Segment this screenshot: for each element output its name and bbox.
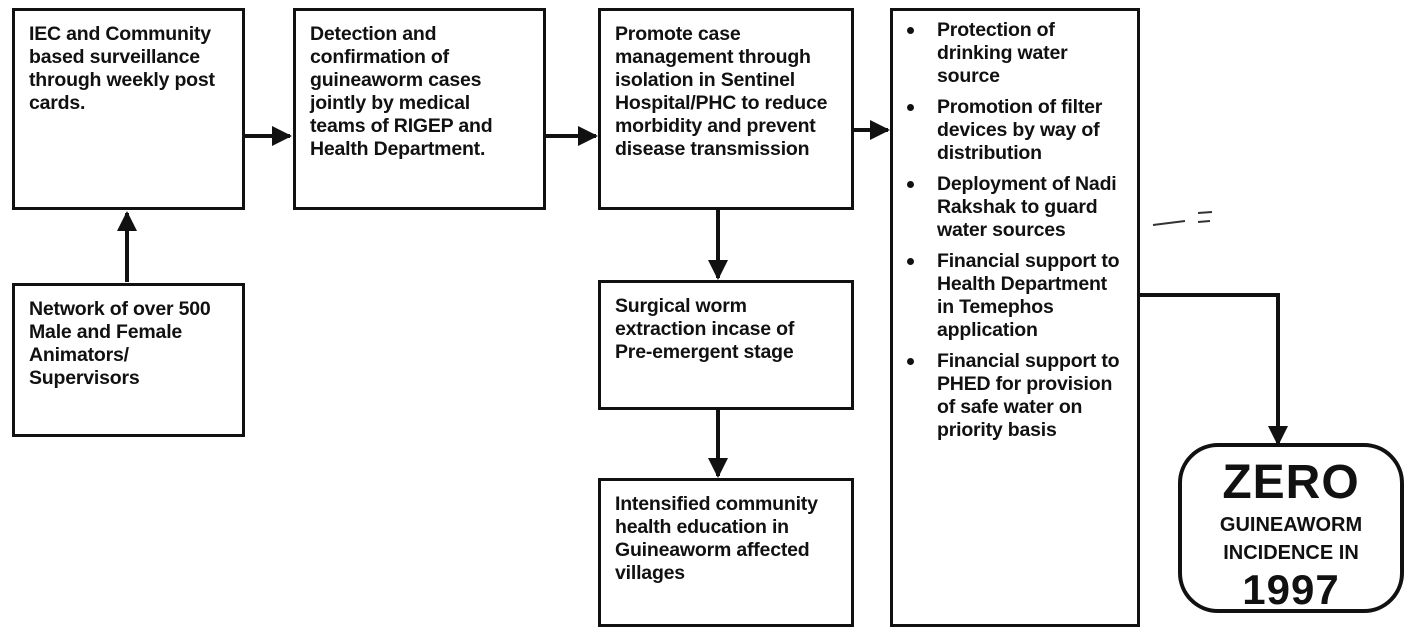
bullet-icon bbox=[907, 104, 914, 111]
intervention-item: Financial support to PHED for provision … bbox=[901, 350, 1123, 442]
stamp-line-2: GUINEAWORM bbox=[1219, 514, 1363, 536]
bullet-icon bbox=[907, 27, 914, 34]
stray-marks bbox=[1152, 211, 1213, 226]
animators-network-box: Network of over 500 Male and Female Anim… bbox=[12, 283, 245, 437]
interventions-box: Protection of drinking water source Prom… bbox=[890, 8, 1140, 627]
arrow-actions-to-stamp bbox=[1138, 293, 1288, 446]
intervention-item: Deployment of Nadi Rakshak to guard wate… bbox=[901, 173, 1123, 242]
iec-surveillance-text: IEC and Community based surveillance thr… bbox=[29, 23, 215, 114]
detection-confirmation-box: Detection and confirmation of guineaworm… bbox=[293, 8, 546, 210]
stamp-line-1: ZERO bbox=[1222, 456, 1360, 509]
bullet-icon bbox=[907, 181, 914, 188]
interventions-list: Protection of drinking water source Prom… bbox=[901, 19, 1123, 442]
bullet-icon bbox=[907, 258, 914, 265]
surgical-extraction-box: Surgical worm extraction incase of Pre-e… bbox=[598, 280, 854, 410]
case-management-text: Promote case management through isolatio… bbox=[615, 23, 828, 160]
bullet-icon bbox=[907, 358, 914, 365]
intervention-item: Promotion of filter devices by way of di… bbox=[901, 96, 1123, 165]
community-education-text: Intensified community health education i… bbox=[615, 493, 818, 584]
animators-network-text: Network of over 500 Male and Female Anim… bbox=[29, 298, 211, 389]
intervention-item: Protection of drinking water source bbox=[901, 19, 1123, 88]
intervention-item: Financial support to Health Department i… bbox=[901, 250, 1123, 342]
community-education-box: Intensified community health education i… bbox=[598, 478, 854, 627]
detection-confirmation-text: Detection and confirmation of guineaworm… bbox=[310, 23, 493, 160]
zero-incidence-stamp: ZERO GUINEAWORM INCIDENCE IN 1997 bbox=[1178, 443, 1404, 613]
stamp-line-4: 1997 bbox=[1242, 566, 1340, 613]
stamp-line-3: INCIDENCE IN bbox=[1223, 542, 1359, 564]
surgical-extraction-text: Surgical worm extraction incase of Pre-e… bbox=[615, 295, 795, 363]
iec-surveillance-box: IEC and Community based surveillance thr… bbox=[12, 8, 245, 210]
case-management-box: Promote case management through isolatio… bbox=[598, 8, 854, 210]
